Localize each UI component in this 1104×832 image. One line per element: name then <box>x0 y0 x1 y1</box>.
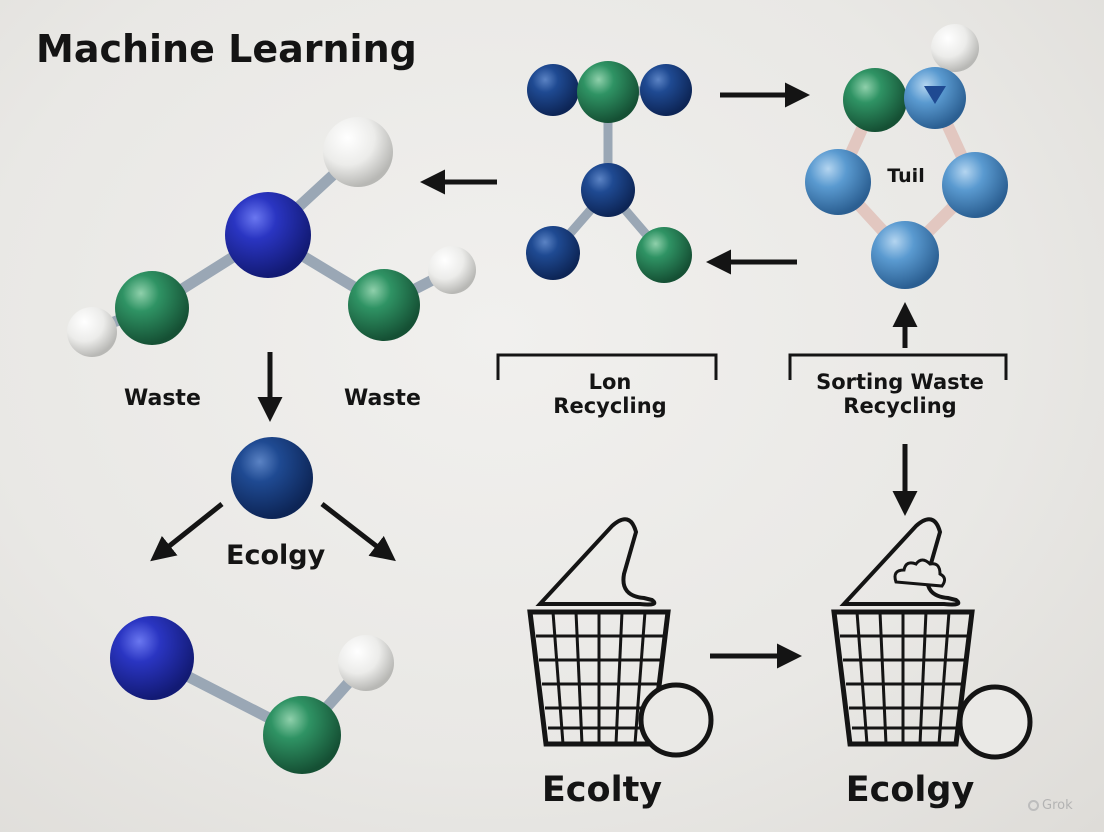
page-title: Machine Learning <box>36 27 417 71</box>
label-sorting-line1: Sorting Waste <box>816 370 984 394</box>
atom-dark-blue-center <box>231 437 313 519</box>
label-ecolgy-right: Ecolgy <box>845 770 975 810</box>
brand-watermark: Grok <box>1028 798 1073 813</box>
atom-royal-blue <box>225 192 311 278</box>
label-tuil: Tuil <box>887 165 925 187</box>
atom-white <box>931 24 979 72</box>
atom-dark-blue <box>526 226 580 280</box>
atom-white <box>428 246 476 294</box>
atom-dark-blue <box>527 64 579 116</box>
atom-light-blue <box>871 221 939 289</box>
arrow-down-right-icon <box>320 502 396 562</box>
label-sorting-line2: Recycling <box>843 394 957 419</box>
brand-text: Grok <box>1042 798 1073 813</box>
brand-logo-icon <box>1028 800 1039 811</box>
atom-green <box>636 227 692 283</box>
atom-dark-blue <box>640 64 692 116</box>
molecule-top-center <box>526 61 692 283</box>
triangle-mark-icon <box>924 86 946 104</box>
bracket-sorting <box>788 353 1008 380</box>
atom-royal-blue <box>110 616 194 700</box>
atom-green <box>348 269 420 341</box>
atom-green <box>115 271 189 345</box>
atom-green <box>577 61 639 123</box>
label-ecolgy-center: Ecolgy <box>226 540 326 571</box>
recycle-bin-left-icon <box>527 517 714 758</box>
arrow-down-left-icon <box>150 502 224 562</box>
label-waste-right: Waste <box>344 386 421 411</box>
label-lon-line2: Recycling <box>553 394 667 419</box>
atom-light-blue <box>805 149 871 215</box>
atom-white <box>323 117 393 187</box>
label-lon-line1: Lon <box>588 370 632 394</box>
molecule-bottom-left <box>110 616 394 774</box>
atom-green <box>843 68 907 132</box>
molecule-left <box>67 117 476 357</box>
atom-white <box>338 635 394 691</box>
molecule-ring <box>805 24 1008 289</box>
recycle-bin-right-icon <box>831 517 1033 760</box>
atom-green <box>263 696 341 774</box>
label-lon-recycling: Lon Recycling <box>530 370 690 418</box>
atom-light-blue <box>942 152 1008 218</box>
atom-white <box>67 307 117 357</box>
label-sorting-waste-recycling: Sorting Waste Recycling <box>790 370 1010 418</box>
bracket-lon <box>496 353 718 380</box>
label-waste-left: Waste <box>124 386 201 411</box>
atom-dark-blue <box>581 163 635 217</box>
label-ecolty: Ecolty <box>541 770 663 810</box>
